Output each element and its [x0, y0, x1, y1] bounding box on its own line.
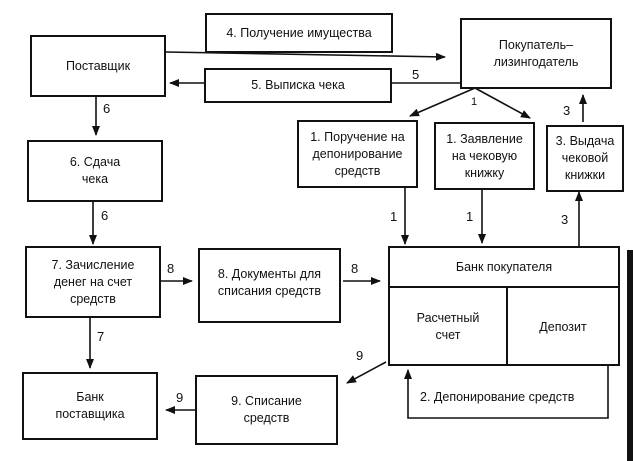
funds-deposit-label: 2. Депонирование средств — [420, 390, 575, 404]
edge-label-1-top: 1 — [471, 96, 478, 108]
order-deposit-node: 1. Поручение на депонирование средств — [297, 120, 418, 188]
edge-2-loop — [404, 366, 609, 419]
write-check-node: 5. Выписка чека — [204, 68, 392, 103]
edge-9-a — [346, 361, 387, 384]
edge-label-5: 5 — [412, 67, 420, 82]
supplier-node: Поставщик — [30, 35, 166, 97]
supplier-bank-node: Банк поставщика — [22, 372, 158, 440]
edge-1-left — [409, 87, 476, 117]
check-handover-node: 6. Сдача чека — [27, 140, 163, 202]
edge-label-9-b: 9 — [176, 390, 184, 405]
write-off-node: 9. Списание средств — [195, 375, 338, 445]
buyer-bank-header: Банк покупателя — [390, 248, 618, 288]
edge-label-6-a: 6 — [103, 101, 111, 116]
checkbook-issue-node: 3. Выдача чековой книжки — [546, 125, 624, 192]
edge-label-9-a: 9 — [356, 348, 364, 363]
buyer-bank-node: Банк покупателя Расчетный счет Депозит — [388, 246, 620, 366]
edge-label-1-a: 1 — [390, 209, 398, 224]
edge-1-right — [474, 87, 531, 119]
scan-edge-bar — [627, 250, 633, 461]
buyer-node: Покупатель– лизингодатель — [460, 18, 612, 89]
edge-label-6-b: 6 — [101, 208, 109, 223]
settlement-account-cell: Расчетный счет — [390, 288, 508, 366]
credit-money-node: 7. Зачисление денег на счет средств — [25, 246, 161, 318]
edge-label-3-b: 3 — [561, 212, 569, 227]
write-off-docs-node: 8. Документы для списания средств — [198, 248, 341, 323]
edge-label-3-top: 3 — [563, 103, 571, 118]
edge-label-8-b: 8 — [351, 261, 359, 276]
edge-label-8-a: 8 — [167, 261, 175, 276]
receive-property-node: 4. Получение имущества — [205, 13, 393, 53]
deposit-cell: Депозит — [539, 320, 587, 334]
checkbook-request-node: 1. Заявление на чековую книжку — [434, 122, 535, 190]
edge-label-1-b: 1 — [466, 209, 474, 224]
edge-label-7: 7 — [97, 329, 105, 344]
